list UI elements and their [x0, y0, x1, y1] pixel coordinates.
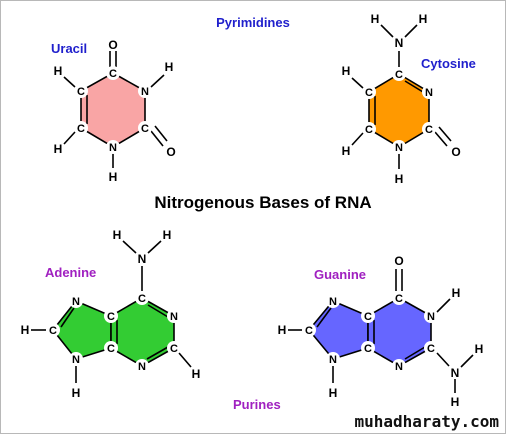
pyrimidines-label: Pyrimidines	[216, 15, 290, 30]
cytosine-molecule: C N C N C C N H H O H H H	[342, 12, 461, 186]
adenine-atom-h: H	[192, 367, 201, 381]
uracil-ring	[80, 72, 146, 148]
cytosine-atom-n: N	[395, 142, 403, 154]
adenine-molecule: N C C N C C N C N N H H H H H	[21, 228, 201, 400]
guanine-molecule: N C C N C C N C N O H H H N H H	[278, 254, 484, 409]
cytosine-atom-h: H	[419, 12, 428, 26]
uracil-atom-o: O	[108, 38, 117, 52]
adenine-atom-h: H	[113, 228, 122, 242]
uracil-atom-h: H	[54, 142, 63, 156]
uracil-atom-h: H	[54, 64, 63, 78]
purines-label: Purines	[233, 397, 281, 412]
cytosine-atom-h: H	[342, 144, 351, 158]
guanine-atom-c: C	[427, 343, 435, 355]
cytosine-atom-c: C	[425, 124, 433, 136]
uracil-atom-h: H	[109, 170, 118, 184]
uracil-molecule: C N C N C C O H O H H H	[54, 38, 176, 184]
cytosine-atom-h: H	[342, 64, 351, 78]
adenine-atom-n: N	[138, 252, 147, 266]
guanine-atom-h: H	[329, 386, 338, 400]
uracil-atom-n: N	[141, 86, 149, 98]
cytosine-atom-n: N	[425, 87, 433, 99]
adenine-atom-n: N	[72, 296, 80, 308]
guanine-atom-c: C	[305, 325, 313, 337]
cytosine-label: Cytosine	[421, 56, 476, 71]
guanine-atom-n: N	[427, 311, 435, 323]
guanine-atom-n: N	[329, 296, 337, 308]
guanine-atom-o: O	[394, 254, 403, 268]
cytosine-ring	[368, 73, 430, 148]
guanine-atom-n: N	[395, 361, 403, 373]
watermark: muhadharaty.com	[355, 412, 500, 431]
guanine-atom-h: H	[475, 342, 484, 356]
uracil-atom-o: O	[166, 145, 175, 159]
guanine-label: Guanine	[314, 267, 366, 282]
adenine-atom-c: C	[107, 311, 115, 323]
adenine-atom-h: H	[72, 386, 81, 400]
uracil-atom-c: C	[77, 86, 85, 98]
adenine-atom-h: H	[21, 323, 30, 337]
guanine-atom-n: N	[329, 354, 337, 366]
uracil-atom-c: C	[141, 123, 149, 135]
cytosine-atom-n: N	[395, 36, 404, 50]
uracil-atom-n: N	[109, 142, 117, 154]
adenine-atom-n: N	[138, 361, 146, 373]
guanine-six-ring	[367, 297, 432, 367]
uracil-atom-c: C	[77, 123, 85, 135]
cytosine-atom-c: C	[365, 87, 373, 99]
adenine-atom-c: C	[107, 343, 115, 355]
guanine-five-ring	[307, 300, 369, 360]
cytosine-atom-c: C	[395, 69, 403, 81]
guanine-atom-h: H	[451, 395, 460, 409]
adenine-atom-h: H	[163, 228, 172, 242]
guanine-atom-n: N	[451, 366, 460, 380]
guanine-atom-h: H	[278, 323, 287, 337]
adenine-atom-c: C	[49, 325, 57, 337]
cytosine-atom-h: H	[371, 12, 380, 26]
cytosine-atom-c: C	[365, 124, 373, 136]
adenine-atom-c: C	[138, 293, 146, 305]
guanine-atom-c: C	[395, 293, 403, 305]
adenine-atom-n: N	[72, 354, 80, 366]
adenine-six-ring	[110, 297, 175, 367]
guanine-atom-h: H	[452, 286, 461, 300]
guanine-atom-c: C	[364, 311, 372, 323]
uracil-atom-c: C	[109, 68, 117, 80]
adenine-label: Adenine	[45, 265, 96, 280]
uracil-atom-h: H	[165, 60, 174, 74]
cytosine-atom-h: H	[395, 172, 404, 186]
adenine-atom-n: N	[170, 311, 178, 323]
uracil-label: Uracil	[51, 41, 87, 56]
diagram-title: Nitrogenous Bases of RNA	[154, 193, 371, 212]
cytosine-atom-o: O	[451, 145, 460, 159]
adenine-five-ring	[51, 300, 112, 360]
adenine-atom-c: C	[170, 343, 178, 355]
guanine-atom-c: C	[364, 343, 372, 355]
